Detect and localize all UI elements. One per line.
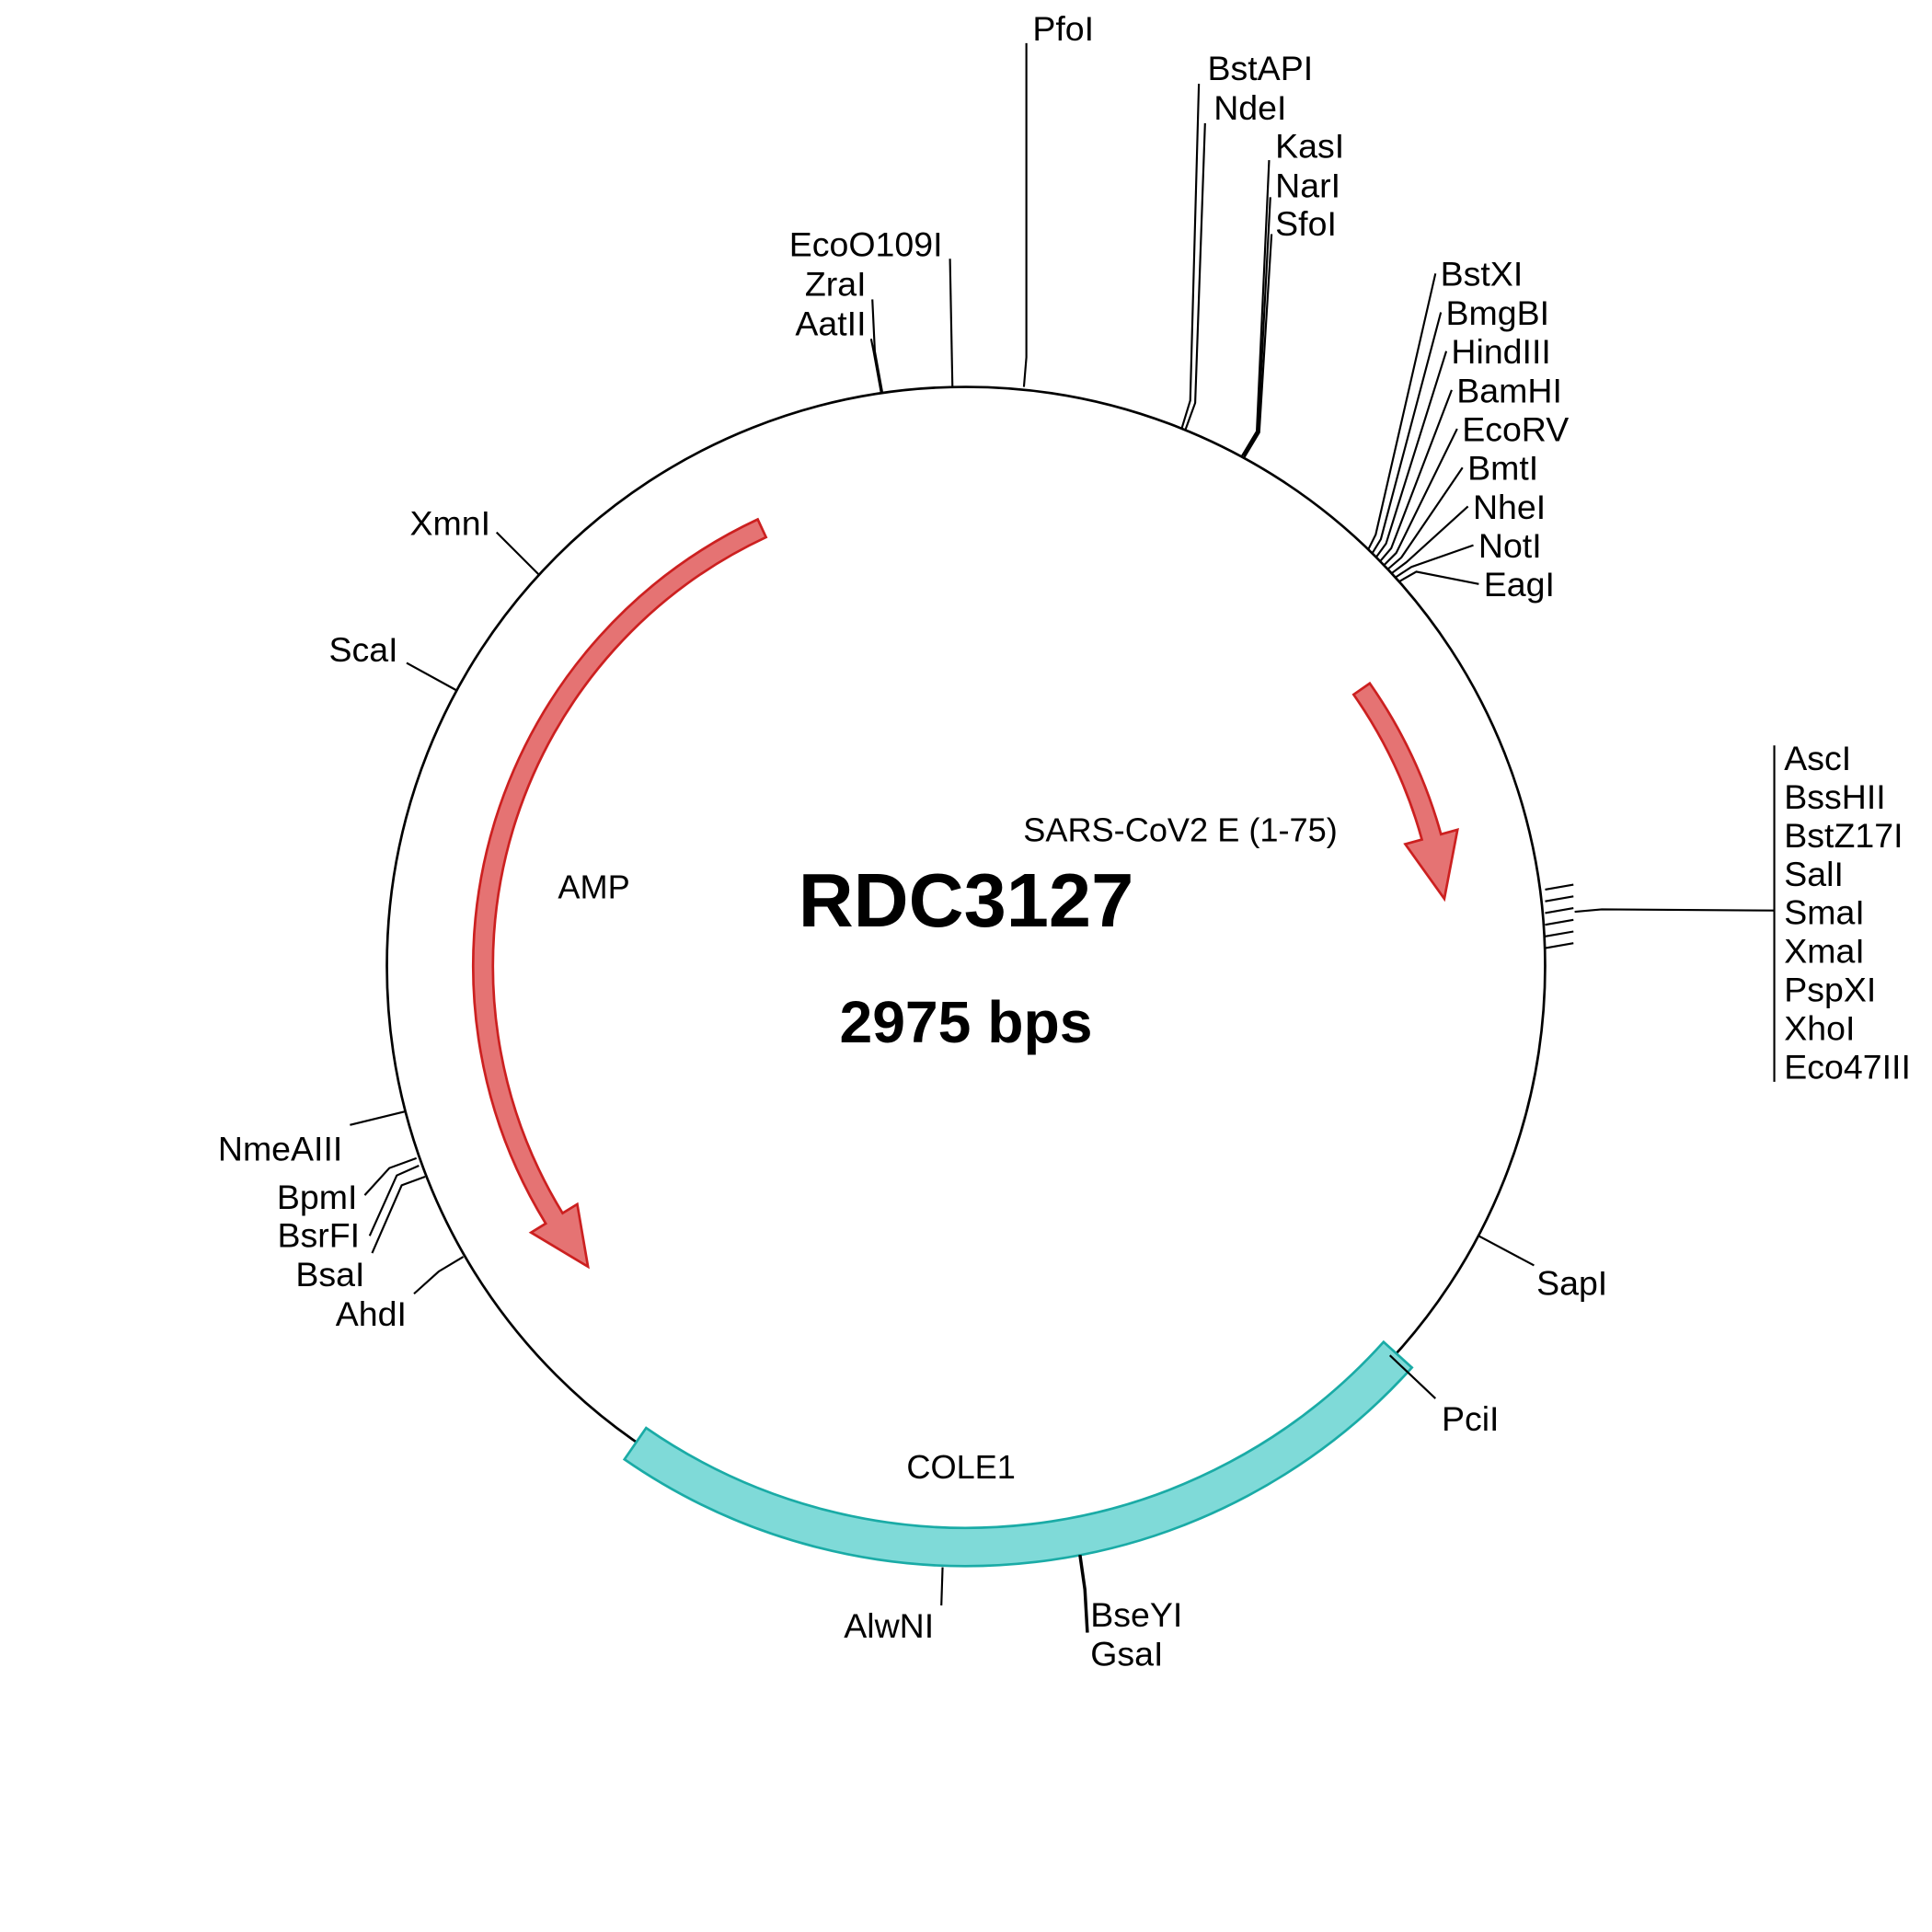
site-sapi[interactable]: SapI <box>1478 1235 1607 1303</box>
svg-text:PfoI: PfoI <box>1032 9 1094 48</box>
site-tick <box>1395 544 1474 579</box>
svg-text:BseYI: BseYI <box>1090 1595 1182 1634</box>
svg-text:SapI: SapI <box>1536 1264 1607 1303</box>
site-ecoo109i[interactable]: EcoO109I <box>789 225 954 387</box>
svg-text:AatII: AatII <box>795 304 866 342</box>
site-kasi-nari-sfoi[interactable]: KasI NarI SfoI <box>1241 126 1344 458</box>
site-bpmi-bsrfi-bsai[interactable]: BpmI BsrFI BsaI <box>277 1156 426 1294</box>
svg-text:AlwNI: AlwNI <box>844 1606 934 1645</box>
site-bstapi-ndei[interactable]: BstAPI NdeI <box>1180 49 1314 431</box>
site-label-asci[interactable]: AscI <box>1784 739 1851 777</box>
svg-text:SfoI: SfoI <box>1275 204 1337 243</box>
site-label-xhoi[interactable]: XhoI <box>1784 1008 1855 1047</box>
svg-text:AhdI: AhdI <box>336 1294 407 1333</box>
plasmid-size: 2975 bps <box>839 989 1092 1055</box>
site-ahdi[interactable]: AhdI <box>336 1256 465 1333</box>
svg-text:ScaI: ScaI <box>329 630 398 669</box>
svg-text:NarI: NarI <box>1275 166 1340 204</box>
svg-text:BstAPI: BstAPI <box>1208 49 1314 87</box>
svg-text:ZraI: ZraI <box>805 264 867 303</box>
site-tick <box>1545 942 1574 949</box>
feature-label-amp: AMP <box>558 868 629 905</box>
site-tick <box>1367 273 1437 550</box>
site-label-noti[interactable]: NotI <box>1478 526 1542 565</box>
site-xmni[interactable]: XmnI <box>410 503 540 575</box>
site-tick <box>1383 428 1458 567</box>
site-alwni[interactable]: AlwNI <box>844 1567 944 1645</box>
site-pfoi[interactable]: PfoI <box>1022 9 1094 387</box>
svg-text:NdeI: NdeI <box>1213 88 1286 127</box>
svg-text:KasI: KasI <box>1275 126 1344 165</box>
site-label-nhei[interactable]: NheI <box>1473 488 1546 526</box>
site-group-right-mid[interactable]: AscIBssHIIBstZ17ISalISmaIXmaIPspXIXhoIEc… <box>1545 739 1911 1086</box>
site-label-xmai[interactable]: XmaI <box>1784 932 1865 971</box>
site-tick <box>1398 570 1479 585</box>
site-label-bstxi[interactable]: BstXI <box>1441 255 1524 293</box>
svg-text:BpmI: BpmI <box>277 1178 358 1216</box>
site-zrai-aatii[interactable]: ZraI AatII <box>795 264 883 393</box>
amp-feature-arrow[interactable] <box>471 517 768 1270</box>
site-group-right-top[interactable]: BstXIBmgBIHindIIIBamHIEcoRVBmtINheINotIE… <box>1367 255 1569 604</box>
site-tick <box>1545 918 1574 926</box>
site-label-eco47iii[interactable]: Eco47III <box>1784 1047 1911 1086</box>
site-tick <box>1386 466 1464 570</box>
site-tick <box>1545 906 1574 914</box>
site-tick <box>1545 883 1574 891</box>
site-tick <box>1374 351 1448 558</box>
site-label-bsshii[interactable]: BssHII <box>1784 777 1885 816</box>
svg-text:BsaI: BsaI <box>295 1255 364 1294</box>
site-scai[interactable]: ScaI <box>329 630 457 691</box>
site-label-bstz17i[interactable]: BstZ17I <box>1784 816 1903 855</box>
site-bseyi-gsai[interactable]: BseYI GsaI <box>1078 1555 1182 1673</box>
plasmid-name: RDC3127 <box>799 857 1134 943</box>
site-label-ecorv[interactable]: EcoRV <box>1462 409 1569 448</box>
site-label-bmgbi[interactable]: BmgBI <box>1446 293 1550 332</box>
svg-text:NmeAIII: NmeAIII <box>218 1130 342 1168</box>
site-tick <box>1371 312 1443 555</box>
svg-text:GsaI: GsaI <box>1090 1635 1163 1673</box>
site-label-pspxi[interactable]: PspXI <box>1784 971 1876 1009</box>
feature-label-cole1: COLE1 <box>906 1448 1016 1486</box>
svg-text:PciI: PciI <box>1442 1399 1500 1438</box>
site-nmeaiii[interactable]: NmeAIII <box>218 1110 406 1168</box>
site-tick <box>1390 505 1469 575</box>
site-label-sali[interactable]: SalI <box>1784 855 1844 893</box>
site-tick <box>1545 895 1574 903</box>
svg-text:XmnI: XmnI <box>410 503 491 542</box>
cole1-feature-band[interactable] <box>622 1340 1414 1568</box>
site-label-bmti[interactable]: BmtI <box>1467 449 1538 488</box>
site-label-smai[interactable]: SmaI <box>1784 893 1865 932</box>
site-tick <box>1545 930 1574 937</box>
svg-text:EcoO109I: EcoO109I <box>789 225 943 264</box>
site-label-hindiii[interactable]: HindIII <box>1451 332 1550 371</box>
site-tick <box>1379 389 1453 562</box>
svg-text:BsrFI: BsrFI <box>277 1215 360 1254</box>
sars-cov2-feature-arrow[interactable] <box>1351 681 1459 903</box>
feature-label-sars: SARS-CoV2 E (1-75) <box>1023 811 1338 849</box>
site-pcii[interactable]: PciI <box>1388 1354 1500 1438</box>
site-label-eagi[interactable]: EagI <box>1484 565 1555 604</box>
site-label-bamhi[interactable]: BamHI <box>1456 371 1562 409</box>
